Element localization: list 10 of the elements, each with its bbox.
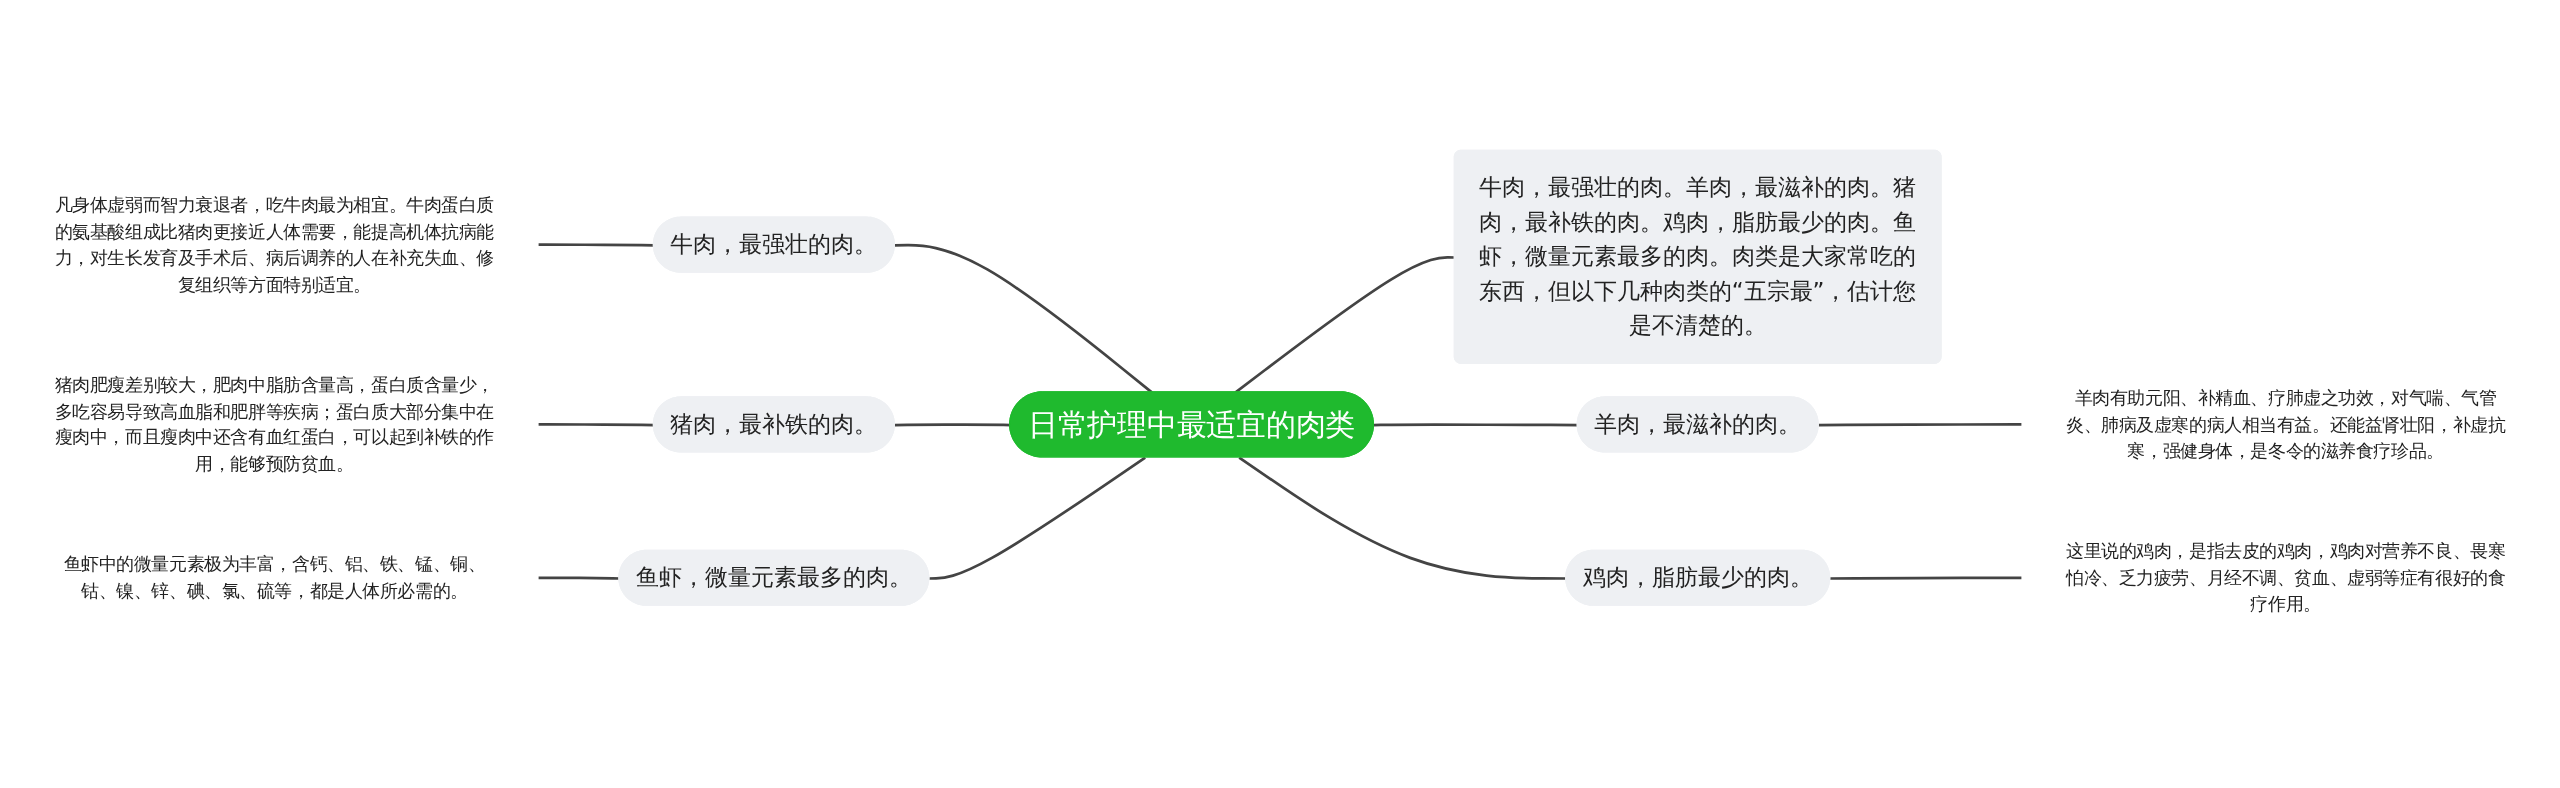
- node-text: 羊肉有助元阳、补精血、疗肺虚之功效，对气喘、气管炎、肺病及虚寒的病人相当有益。还能益肾壮阳，补虚抗寒，强健身体，是冬令的滋养食疗珍品。: [2066, 387, 2506, 461]
- node-text: 凡身体虚弱而智力衰退者，吃牛肉最为相宜。牛肉蛋白质的氨基酸组成比猪肉更接近人体需要，能提高机体抗病能力，对生长发育及手术后、病后调养的人在补充失血、修复组织等方面特别适宜。: [54, 194, 494, 294]
- connector: [1818, 423, 2023, 427]
- node-text: 这里说的鸡肉，是指去皮的鸡肉，鸡肉对营养不良、畏寒怕冷、乏力疲劳、月经不调、贫血、虚弱等症有很好的食疗作用。: [2066, 540, 2506, 614]
- connector: [537, 576, 620, 580]
- connector: [929, 456, 1146, 580]
- node-text: 鱼虾中的微量元素极为丰富，含钙、铝、铁、锰、铜、钴、镍、锌、碘、氯、硫等，都是人体所必需的。: [63, 554, 486, 601]
- connector: [1830, 576, 2023, 580]
- connector: [1373, 423, 1578, 427]
- node-text: 猪肉肥瘦差别较大，肥肉中脂肪含量高，蛋白质含量少，多吃容易导致高血脂和肥胖等疾病；蛋白质大部分集中在瘦肉中，而且瘦肉中还含有血红蛋白，可以起到补铁的作用，能够预防贫血。: [54, 374, 494, 474]
